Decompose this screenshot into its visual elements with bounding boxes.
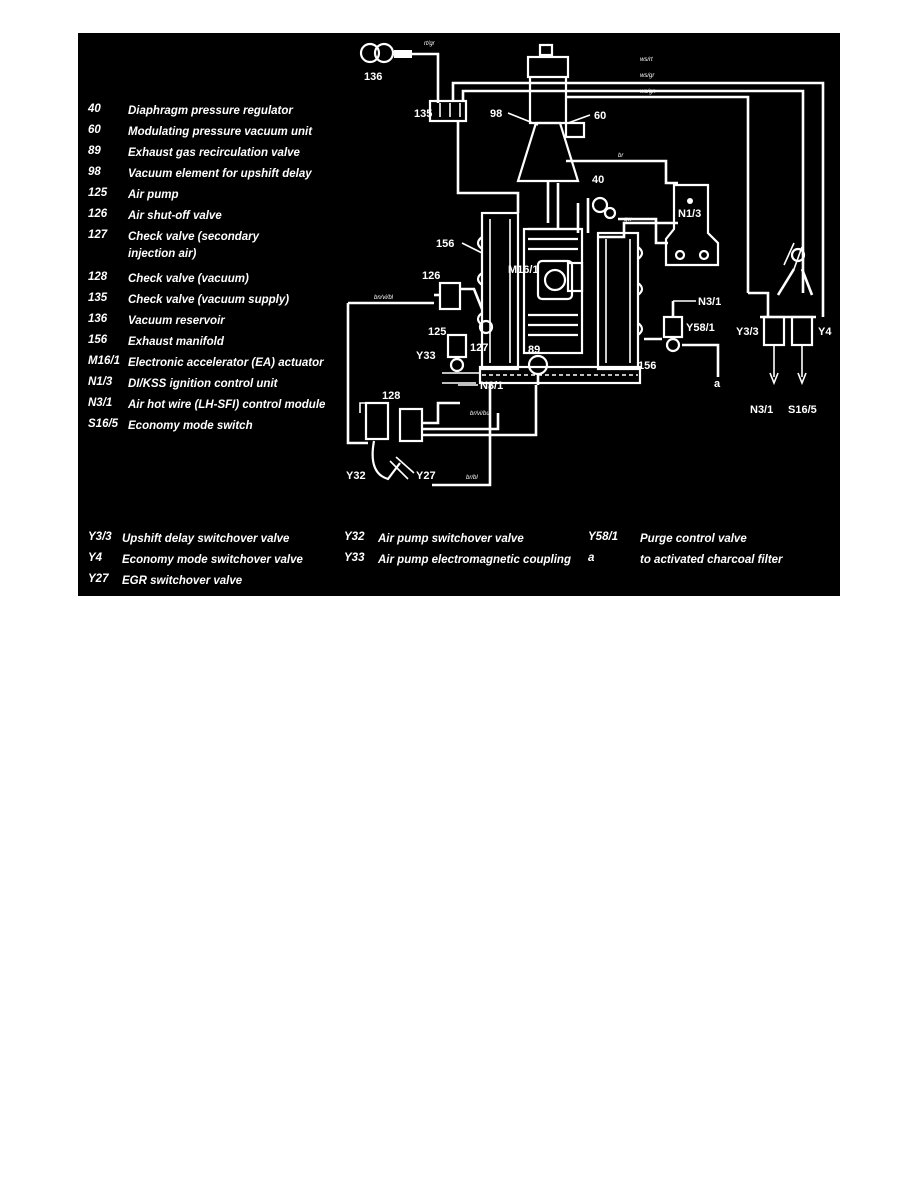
label-40: 40	[592, 174, 604, 186]
legend-text: Air pump switchover valve	[378, 533, 524, 545]
label-y58-1: Y58/1	[686, 322, 715, 334]
hose-color-1: br/vi/bu	[470, 411, 490, 417]
upshift-assembly-98-60: 98 60	[490, 43, 750, 293]
legend-code: 125	[88, 187, 108, 199]
legend-text: EGR switchover valve	[122, 575, 243, 587]
switchover-valves-y3-3-y4: Y3/3 Y4 N3/1 S16/5	[736, 242, 832, 416]
legend-text: Air pump electromagnetic coupling	[378, 554, 571, 566]
legend-text: Air hot wire (LH-SFI) control module	[128, 399, 326, 411]
legend-code: 136	[88, 313, 108, 325]
exhaust-manifold-right: 156	[596, 221, 678, 372]
diagram-panel: 136 135 98 60 40	[78, 33, 840, 596]
legend-text: Upshift delay switchover valve	[122, 533, 290, 545]
legend-code: Y32	[344, 531, 365, 543]
legend-text: Check valve (vacuum)	[128, 273, 249, 285]
legend-text: Electronic accelerator (EA) actuator	[128, 357, 324, 369]
lower-switchover-valves: 128 Y32 Y27 br/vi/bu br/bl bn/vi/bl	[346, 295, 538, 487]
label-s16-5: S16/5	[788, 404, 817, 416]
legend-code: 135	[88, 292, 108, 304]
legend-code: Y3/3	[88, 531, 112, 543]
label-y33: Y33	[416, 350, 436, 362]
legend-code: N1/3	[88, 376, 113, 388]
legend-text: Exhaust gas recirculation valve	[128, 147, 300, 159]
legend-code: 127	[88, 229, 108, 241]
label-y32: Y32	[346, 470, 366, 482]
label-n3-1-right: N3/1	[750, 404, 773, 416]
legend-code: a	[588, 552, 595, 564]
label-n1-3: N1/3	[678, 208, 701, 220]
legend-text: Vacuum reservoir	[128, 315, 225, 327]
label-127: 127	[470, 342, 488, 354]
legend-code: 128	[88, 271, 108, 283]
legend-code: Y4	[88, 552, 103, 564]
label-60: 60	[594, 110, 606, 122]
legend-text: Air pump	[128, 189, 179, 201]
hose-color-8: br	[618, 153, 624, 159]
legend-text: Check valve (vacuum supply)	[128, 294, 290, 306]
egr-valve-89: 89	[527, 344, 549, 385]
legend-code: Y58/1	[588, 531, 619, 543]
legend-code: 40	[88, 103, 101, 115]
legend-code: Y33	[344, 552, 365, 564]
legend-text: Check valve (secondary injection air)	[128, 231, 260, 260]
vacuum-diagram: 136 135 98 60 40	[346, 41, 832, 487]
label-125: 125	[428, 326, 446, 338]
ignition-unit-n1-3: N1/3	[618, 183, 720, 267]
label-156-right: 156	[638, 360, 656, 372]
label-128: 128	[382, 390, 400, 402]
purge-valve-y58-1: N3/1 Y58/1 a	[644, 296, 721, 390]
label-y4: Y4	[818, 326, 832, 338]
legend-code: 89	[88, 145, 101, 157]
engine-block: M16/1	[478, 227, 642, 385]
label-n3-1-purge: N3/1	[698, 296, 721, 308]
label-136: 136	[364, 71, 382, 83]
hose-color-5: ws/rt	[640, 57, 653, 63]
hose-color-4: rt/gr	[424, 41, 436, 47]
legend-text: Vacuum element for upshift delay	[128, 168, 312, 180]
label-n3-1-left: N3/1	[480, 380, 503, 392]
legend-text: DI/KSS ignition control unit	[128, 378, 278, 390]
label-156-left: 156	[436, 238, 454, 250]
hose-color-3: bn/vi/bl	[374, 295, 394, 301]
legend-code: N3/1	[88, 397, 113, 409]
legend-text: Purge control valve	[640, 533, 747, 545]
label-y27: Y27	[416, 470, 436, 482]
legend-text: Economy mode switch	[128, 420, 253, 432]
legend-code: S16/5	[88, 418, 119, 430]
vacuum-reservoir-136: 136	[359, 42, 440, 103]
legend-code: 98	[88, 166, 101, 178]
pressure-regulator-40: 40	[566, 159, 678, 233]
hose-color-9: gw	[624, 217, 632, 223]
legend-code: Y27	[88, 573, 109, 585]
legend-code: 156	[88, 334, 108, 346]
label-126: 126	[422, 270, 440, 282]
hose-color-2: br/bl	[466, 475, 478, 481]
legend-text: Exhaust manifold	[128, 336, 224, 348]
air-pump-group: 126 125 127 Y33 N3/1	[346, 270, 503, 445]
label-135: 135	[414, 108, 432, 120]
label-98: 98	[490, 108, 502, 120]
label-89: 89	[528, 344, 540, 356]
legend-text: Modulating pressure vacuum unit	[128, 126, 313, 138]
legend-code: 126	[88, 208, 108, 220]
hose-color-6: ws/gr	[640, 73, 655, 79]
hose-color-7: ws/gn	[640, 89, 656, 95]
legend-code: 60	[88, 124, 101, 136]
legend-text: Economy mode switchover valve	[122, 554, 303, 566]
legend-text: to activated charcoal filter	[640, 554, 783, 566]
legend-text: Diaphragm pressure regulator	[128, 105, 293, 117]
label-y3-3: Y3/3	[736, 326, 759, 338]
check-valve-135: 135	[414, 81, 825, 293]
legend-code: M16/1	[88, 355, 120, 367]
legend-text: Air shut-off valve	[128, 210, 222, 222]
label-a: a	[714, 378, 721, 390]
